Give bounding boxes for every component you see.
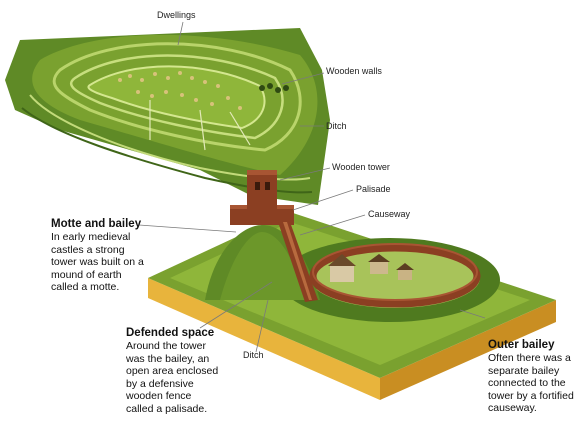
caption-motte-title: Motte and bailey	[51, 218, 142, 230]
label-dwellings: Dwellings	[157, 10, 196, 20]
label-causeway: Causeway	[368, 209, 411, 219]
caption-motte-body: In early medieval castles a strong tower…	[51, 231, 144, 293]
label-ditch-bottom: Ditch	[243, 350, 264, 360]
caption-outer-bailey: Outer bailey Often there was a separate …	[488, 338, 580, 415]
caption-defended-body: Around the tower was the bailey, an open…	[126, 340, 219, 415]
caption-motte-and-bailey: Motte and bailey In early medieval castl…	[51, 217, 161, 294]
label-ditch-top: Ditch	[326, 121, 347, 131]
leader-lines	[138, 21, 486, 353]
caption-defended-space: Defended space Around the tower was the …	[126, 326, 236, 415]
hillfort-aerial-view	[5, 28, 330, 205]
caption-defended-title: Defended space	[126, 327, 215, 339]
caption-outer-body: Often there was a separate bailey connec…	[488, 352, 574, 414]
label-wooden-walls: Wooden walls	[326, 66, 382, 76]
label-wooden-tower: Wooden tower	[332, 162, 390, 172]
label-palisade: Palisade	[356, 184, 391, 194]
motte-and-bailey-model	[148, 170, 556, 400]
caption-outer-title: Outer bailey	[488, 339, 555, 351]
